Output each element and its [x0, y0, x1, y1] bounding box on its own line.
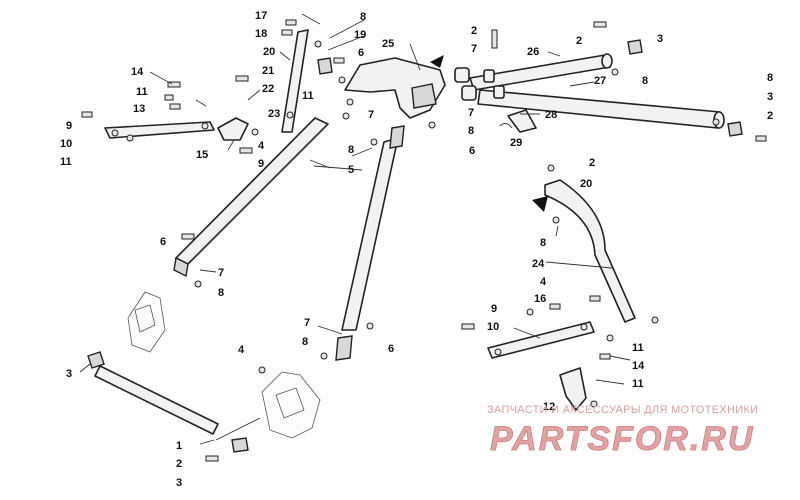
- callout-2: 2: [471, 25, 477, 37]
- small-bolts-upper-left: [81, 75, 259, 154]
- callout-2: 2: [589, 157, 595, 169]
- callout-labels: 17 18 20 21 22 8 19 6 11 23 14 11 13 9 1…: [60, 10, 773, 489]
- callout-27: 27: [594, 75, 606, 87]
- bracket-15: [217, 117, 249, 141]
- callout-11: 11: [136, 86, 148, 98]
- callout-4: 4: [238, 344, 245, 356]
- callout-24: 24: [532, 258, 545, 270]
- callout-3: 3: [66, 368, 72, 380]
- cap-3-right: [712, 118, 767, 142]
- callout-20: 20: [580, 178, 592, 190]
- callout-9: 9: [491, 303, 497, 315]
- clip-28: [491, 29, 619, 133]
- callout-10: 10: [60, 138, 72, 150]
- strut-5-left: [173, 112, 378, 288]
- callout-8: 8: [468, 125, 474, 137]
- watermark-logo-text: PARTSFOR.RU: [490, 420, 754, 458]
- plate-20-left: [281, 19, 346, 133]
- callout-10: 10: [487, 321, 499, 333]
- leader-lines: [79, 13, 631, 445]
- bracket-bar-10-right: [461, 303, 614, 360]
- callout-8: 8: [540, 237, 546, 249]
- callout-8: 8: [360, 11, 366, 23]
- callout-11: 11: [302, 90, 314, 102]
- callout-18: 18: [255, 28, 267, 40]
- strut-1: [87, 351, 249, 462]
- callout-8: 8: [642, 75, 648, 87]
- callout-23: 23: [268, 108, 280, 120]
- callout-4: 4: [258, 140, 265, 152]
- callout-13: 13: [133, 103, 145, 115]
- callout-29: 29: [510, 137, 522, 149]
- callout-4: 4: [540, 276, 547, 288]
- cap-3-top-right: [593, 21, 643, 55]
- tube-27: [477, 89, 725, 129]
- watermark-logo: PARTSFOR.RU: [490, 420, 754, 458]
- callout-7: 7: [218, 267, 224, 279]
- callout-3: 3: [767, 91, 773, 103]
- strut-5-center: [320, 125, 405, 361]
- callout-26: 26: [527, 46, 539, 58]
- callout-6: 6: [388, 343, 394, 355]
- callout-1: 1: [176, 440, 182, 452]
- callout-14: 14: [131, 66, 144, 78]
- callout-19: 19: [354, 29, 366, 41]
- callout-17: 17: [255, 10, 267, 22]
- callout-11: 11: [60, 156, 72, 168]
- callout-8: 8: [302, 336, 308, 348]
- callout-9: 9: [258, 158, 264, 170]
- callout-21: 21: [262, 65, 274, 77]
- bracket-12: [559, 367, 598, 411]
- callout-8: 8: [767, 72, 773, 84]
- callout-8: 8: [348, 144, 354, 156]
- callout-2: 2: [576, 35, 582, 47]
- callout-7: 7: [468, 107, 474, 119]
- callout-3: 3: [176, 477, 182, 489]
- callout-7: 7: [368, 109, 374, 121]
- callout-5: 5: [348, 164, 354, 176]
- engine-sketch-center: [258, 366, 321, 439]
- callout-7: 7: [304, 317, 310, 329]
- bracket-bar-10: [104, 121, 215, 139]
- callout-20: 20: [263, 46, 275, 58]
- callout-12: 12: [543, 401, 555, 413]
- callout-14: 14: [632, 360, 645, 372]
- callout-28: 28: [545, 109, 557, 121]
- callout-15: 15: [196, 149, 208, 161]
- callout-8: 8: [218, 287, 224, 299]
- callout-6: 6: [469, 145, 475, 157]
- watermark-tagline: ЗАПЧАСТИ И АКСЕССУАРЫ ДЛЯ МОТОТЕХНИКИ: [487, 404, 759, 416]
- callout-9: 9: [66, 120, 72, 132]
- callout-3: 3: [657, 33, 663, 45]
- callout-22: 22: [262, 83, 274, 95]
- callout-11: 11: [632, 378, 644, 390]
- sleeves-7: [454, 67, 505, 101]
- callout-11: 11: [632, 342, 644, 354]
- arm-20-right: [532, 164, 659, 324]
- callout-6: 6: [160, 236, 166, 248]
- callout-6: 6: [358, 47, 364, 59]
- engine-sketch-left: [127, 291, 166, 353]
- callout-7: 7: [471, 43, 477, 55]
- callout-2: 2: [767, 110, 773, 122]
- junction-block-25: [344, 55, 446, 129]
- callout-25: 25: [382, 38, 394, 50]
- callout-2: 2: [176, 458, 182, 470]
- callout-16: 16: [534, 293, 546, 305]
